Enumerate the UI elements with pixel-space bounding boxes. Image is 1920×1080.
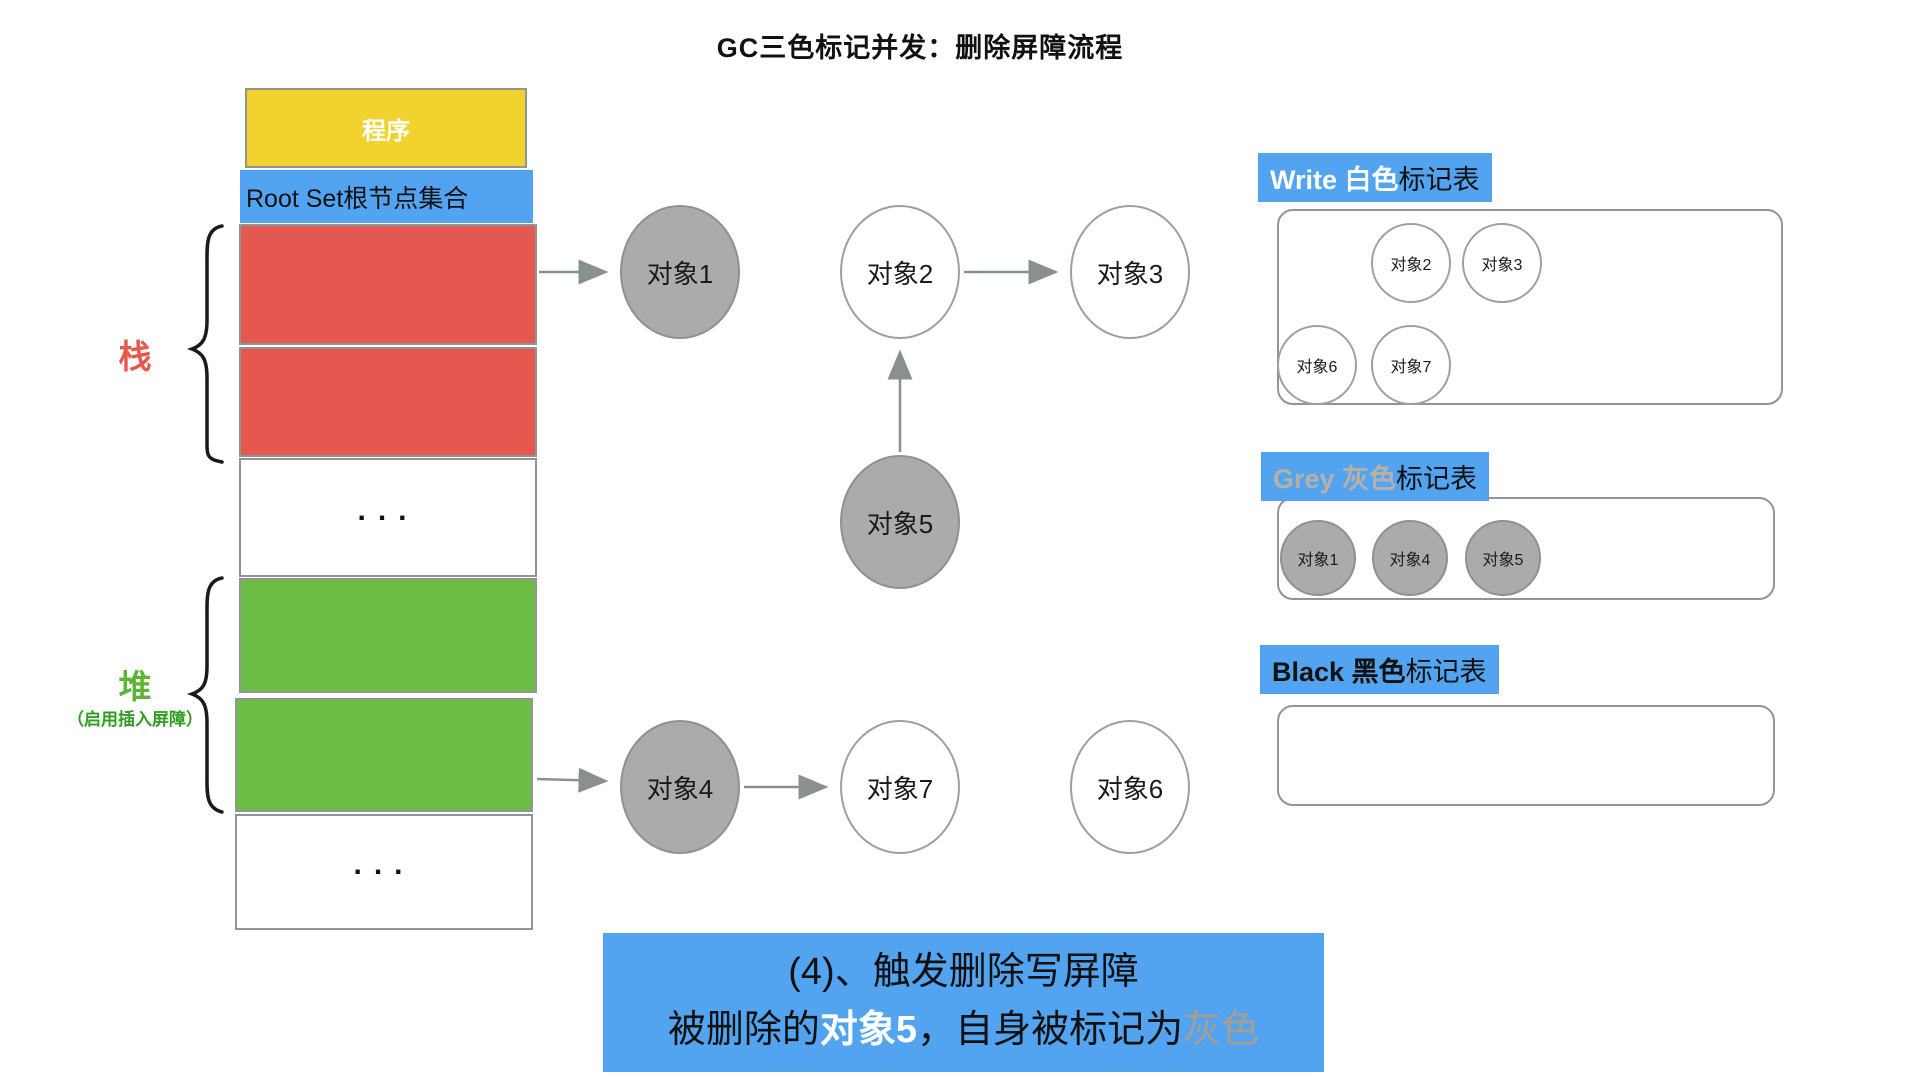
stack-frame-1 <box>239 224 537 345</box>
object-node-1: 对象1 <box>620 205 740 339</box>
white-table-title-highlight: Write 白色 <box>1270 165 1399 195</box>
program-label: 程序 <box>362 117 410 145</box>
footer-line2-object: 对象5 <box>819 1009 918 1051</box>
white-table-item-obj3: 对象3 <box>1462 223 1542 303</box>
ellipsis: ... <box>353 848 415 881</box>
heap-block-2 <box>235 698 533 812</box>
heap-note: （启用插入屏障） <box>67 710 203 729</box>
stack-brace <box>186 224 224 464</box>
black-table-title-highlight: Black 黑色 <box>1272 657 1406 687</box>
object-node-7: 对象7 <box>840 720 960 854</box>
footer-note-box: (4)、触发删除写屏障 被删除的对象5，自身被标记为灰色 <box>603 933 1324 1072</box>
footer-line2: 被删除的对象5，自身被标记为灰色 <box>603 1001 1324 1059</box>
stack-label: 栈 <box>118 338 152 375</box>
root-set-label: Root Set根节点集合 <box>246 184 469 213</box>
heap-ellipsis-box: ... <box>235 814 533 930</box>
program-box: 程序 <box>245 88 527 168</box>
grey-table-title-suffix: 标记表 <box>1396 464 1478 494</box>
white-table-item-obj7: 对象7 <box>1371 325 1451 405</box>
heap-label: 堆 <box>118 668 152 705</box>
white-table-title-suffix: 标记表 <box>1398 165 1480 195</box>
object-node-4: 对象4 <box>620 720 740 854</box>
white-table-item-obj6: 对象6 <box>1277 325 1357 405</box>
stack-frame-2 <box>239 347 537 457</box>
black-table-title-suffix: 标记表 <box>1405 657 1487 687</box>
page-title: GC三色标记并发：删除屏障流程 <box>716 33 1124 63</box>
footer-line1: (4)、触发删除写屏障 <box>788 951 1139 993</box>
root-set-box: Root Set根节点集合 <box>240 170 533 223</box>
footer-line2-prefix: 被删除的 <box>667 1009 820 1051</box>
object-node-2: 对象2 <box>840 205 960 339</box>
object-node-6: 对象6 <box>1070 720 1190 854</box>
grey-table-header: Grey 灰色标记表 <box>1261 452 1490 501</box>
black-table-header: Black 黑色标记表 <box>1260 645 1499 694</box>
object-node-3: 对象3 <box>1070 205 1190 339</box>
footer-line2-status: 灰色 <box>1183 1009 1260 1051</box>
white-table-item-obj2: 对象2 <box>1371 223 1451 303</box>
grey-table-title-highlight: Grey 灰色 <box>1273 464 1397 494</box>
black-table-box <box>1277 705 1775 806</box>
ellipsis: ... <box>357 493 419 527</box>
object-node-5: 对象5 <box>840 455 960 589</box>
footer-line2-middle: ，自身被标记为 <box>917 1009 1184 1051</box>
heap-brace <box>186 576 224 814</box>
grey-table-item-obj4: 对象4 <box>1372 520 1448 596</box>
grey-table-item-obj5: 对象5 <box>1465 520 1541 596</box>
arrow-heap-to-obj4 <box>536 767 609 793</box>
white-table-header: Write 白色标记表 <box>1258 153 1492 202</box>
grey-table-item-obj1: 对象1 <box>1280 520 1356 596</box>
heap-block-1 <box>239 578 537 693</box>
stack-ellipsis-box: ... <box>239 458 537 577</box>
